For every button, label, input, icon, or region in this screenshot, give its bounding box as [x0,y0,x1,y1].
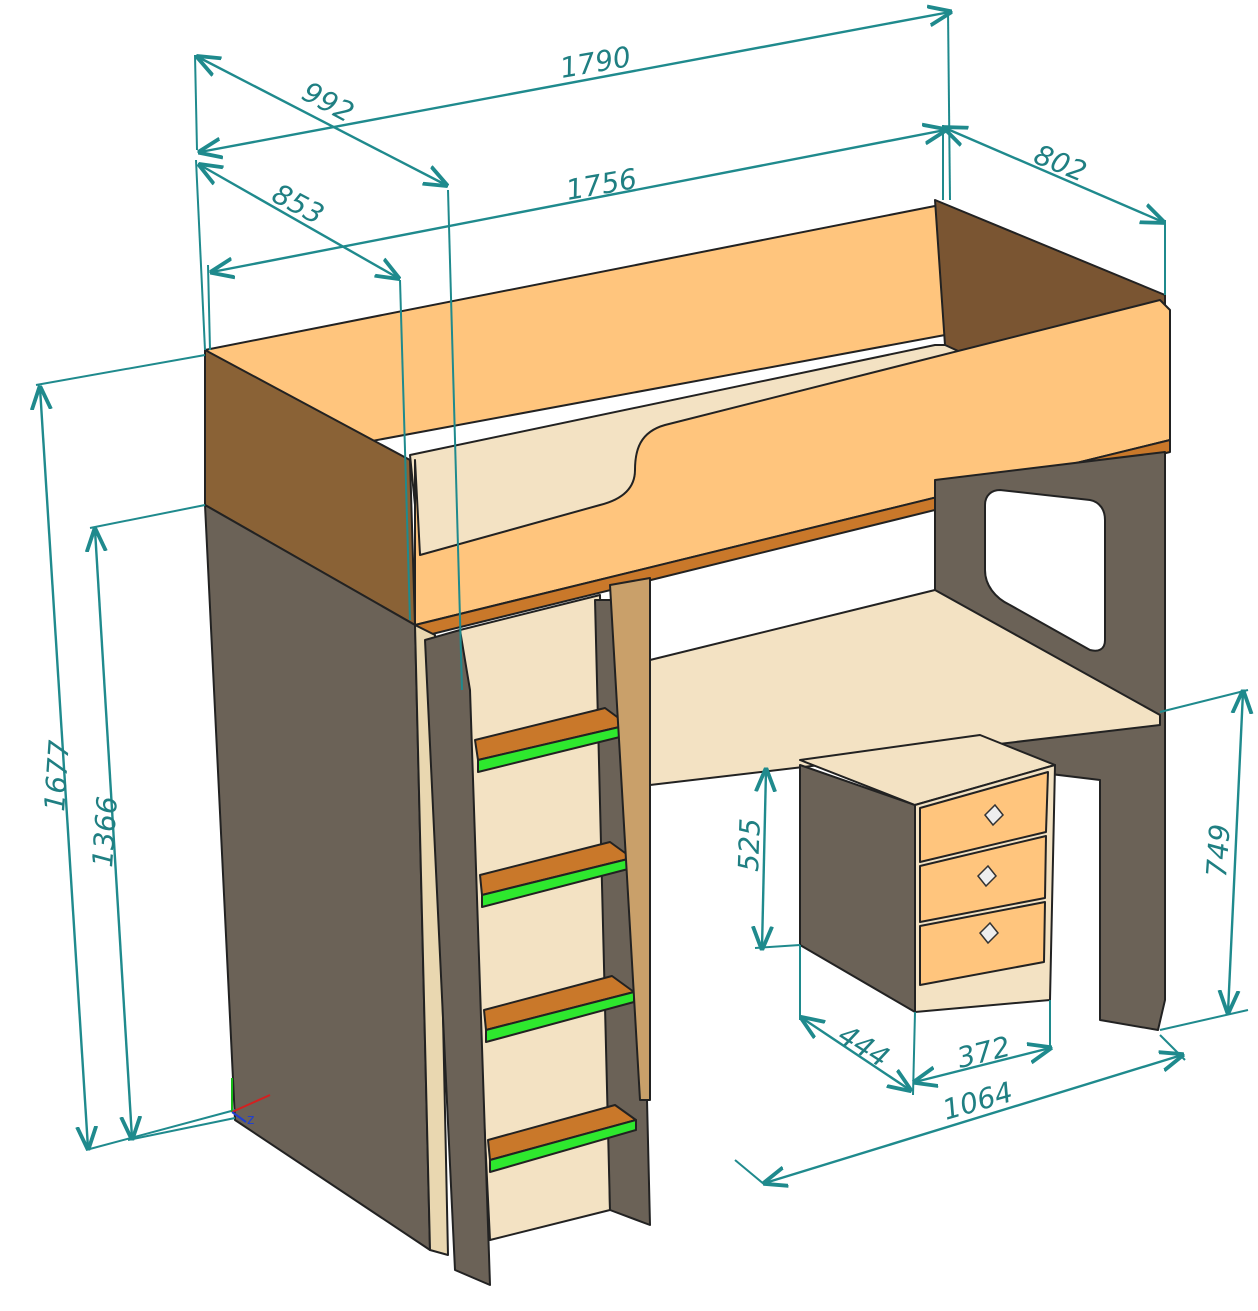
dim-line-749 [1228,692,1243,1012]
dim-label-1756: 1756 [563,162,639,207]
drawer-2-handle [976,864,998,888]
left-cabinet-side [204,504,431,1251]
dim-label-853: 853 [267,177,330,231]
dim-label-372: 372 [954,1030,1014,1075]
x-axis-icon [231,1094,271,1113]
drawer-3-handle [978,921,1000,945]
dimension-lines [36,10,1248,1185]
drawer-1 [919,771,1049,863]
desk-back-post [609,577,651,1101]
desk-top [649,589,1161,786]
drawer-3 [919,901,1046,986]
axis-triad: z [231,1078,271,1128]
dim-label-802: 802 [1029,138,1091,189]
drawer-1-handle [983,803,1005,827]
ladder [424,594,651,1286]
z-axis-label: z [247,1112,254,1128]
dim-label-1366: 1366 [86,795,124,868]
drawer-unit [799,734,1056,1013]
dim-line-525 [762,770,766,948]
ladder-left-rail [424,629,491,1286]
dim-line-1064 [765,1055,1182,1183]
dim-line-802 [945,128,1163,222]
dim-label-444: 444 [832,1018,895,1074]
dim-line-853 [200,165,398,278]
desk-window-cutout [984,489,1106,652]
dim-label-1790: 1790 [557,40,633,85]
dim-label-749: 749 [1200,823,1237,879]
dim-line-1677 [40,388,88,1148]
z-axis-icon [231,1111,247,1123]
dim-line-992 [198,57,446,185]
drawer-2 [919,835,1047,923]
dim-line-1366 [95,530,132,1138]
ladder-step-4 [487,1104,637,1173]
dim-label-1677: 1677 [38,739,76,813]
dim-label-1064: 1064 [939,1075,1017,1126]
left-cabinet-front-edge [414,624,449,1256]
dim-label-525: 525 [732,818,767,873]
desk [609,451,1166,1101]
drawer-unit-side [799,764,916,1013]
left-cabinet [204,504,449,1256]
dim-label-992: 992 [297,75,360,129]
front-rail [414,299,1171,626]
